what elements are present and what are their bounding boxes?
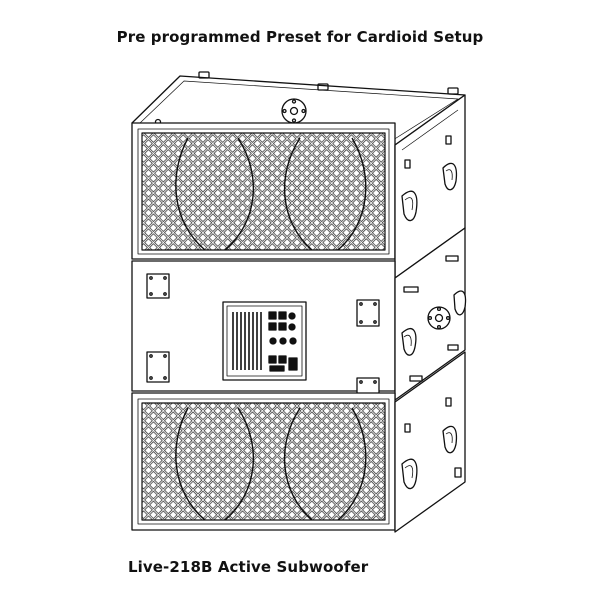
bottom-subwoofer-cabinet [131,351,466,533]
product-name-caption: Live-218B Active Subwoofer [128,558,369,576]
mounting-plate-top-left [146,273,170,299]
mounting-plate-bottom-left [146,351,170,383]
amplifier-control-panel [222,301,307,381]
top-subwoofer-cabinet [131,71,466,279]
page-title: Pre programmed Preset for Cardioid Setup [116,28,484,46]
mounting-plate-top-right [356,299,380,327]
middle-subwoofer-cabinet [131,227,467,409]
